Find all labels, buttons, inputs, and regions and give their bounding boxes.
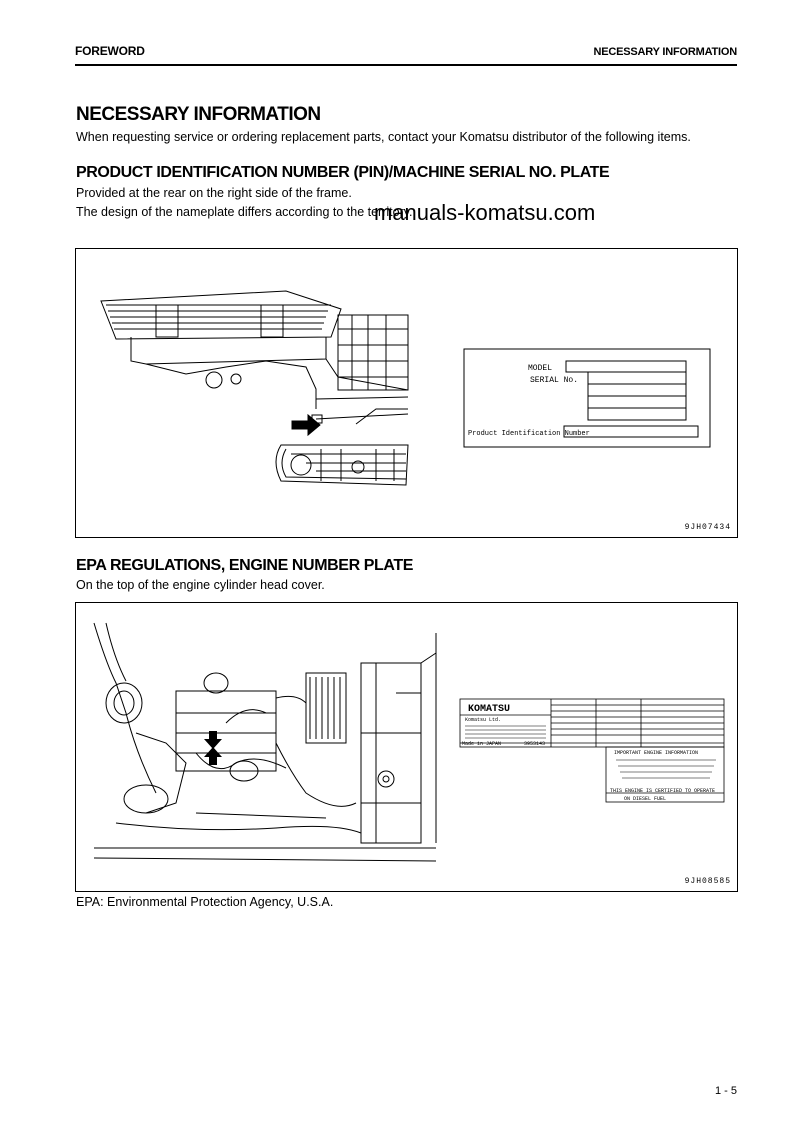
plate-certified-line1: THIS ENGINE IS CERTIFIED TO OPERATE	[610, 788, 715, 794]
section2-heading: EPA REGULATIONS, ENGINE NUMBER PLATE	[76, 557, 414, 574]
header-section-name: FOREWORD	[75, 44, 145, 58]
section1-heading: PRODUCT IDENTIFICATION NUMBER (PIN)/MACH…	[76, 164, 610, 181]
plate-model-label: MODEL	[528, 364, 552, 373]
figure2-code: 9JH08585	[684, 877, 731, 886]
plate-engine-info-title: IMPORTANT ENGINE INFORMATION	[614, 750, 698, 756]
section1-line2: The design of the nameplate differs acco…	[76, 205, 413, 219]
page-number: 1 - 5	[714, 1085, 737, 1097]
intro-text: When requesting service or ordering repl…	[76, 130, 691, 144]
watermark: manuals-komatsu.com	[374, 200, 596, 225]
engine-plate-drawing	[459, 698, 725, 803]
serial-plate-drawing: MODEL SERIAL No. Product Identification …	[463, 348, 711, 448]
figure1-code: 9JH07434	[684, 523, 731, 532]
header-page-topic: NECESSARY INFORMATION	[593, 46, 738, 58]
plate-pin-label: Product Identification Number	[468, 430, 590, 438]
header-rule	[75, 64, 737, 66]
figure-serial-plate: MODEL SERIAL No. Product Identification …	[75, 248, 738, 538]
figure-engine-plate: KOMATSU Komatsu Ltd. Made in JAPAN 39531…	[75, 602, 738, 892]
page-title: NECESSARY INFORMATION	[76, 104, 321, 125]
epa-footnote: EPA: Environmental Protection Agency, U.…	[76, 895, 334, 909]
plate-serial-label: SERIAL No.	[530, 376, 578, 385]
plate-made-in: Made in JAPAN	[462, 741, 501, 747]
plate-certified-line2: ON DIESEL FUEL	[624, 796, 666, 802]
plate-maker: Komatsu Ltd.	[465, 717, 501, 723]
section1-line1: Provided at the rear on the right side o…	[76, 186, 352, 200]
plate-part-no: 3953143	[524, 741, 545, 747]
machine-rear-illustration: MODEL SERIAL No. Product Identification …	[100, 290, 711, 486]
plate-brand: KOMATSU	[468, 704, 510, 715]
engine-illustration: KOMATSU Komatsu Ltd. Made in JAPAN 39531…	[93, 622, 725, 862]
section2-line1: On the top of the engine cylinder head c…	[76, 578, 325, 592]
